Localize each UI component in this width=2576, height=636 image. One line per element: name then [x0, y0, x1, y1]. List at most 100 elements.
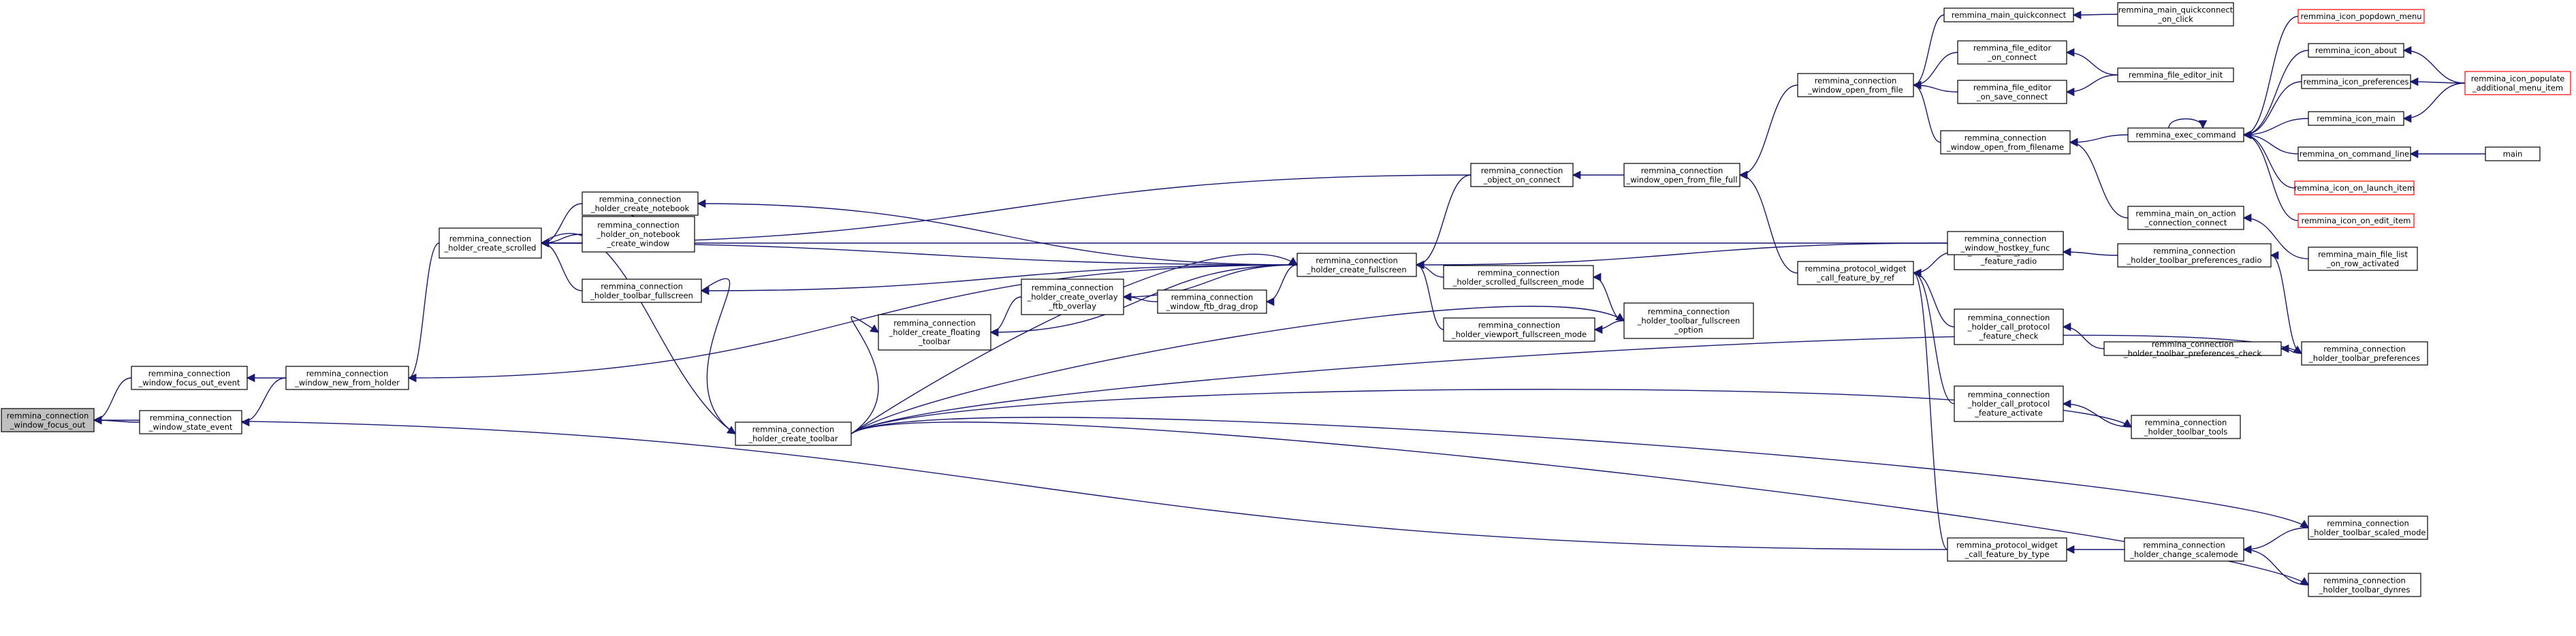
function-node-remmina-connection-window-focus-out[interactable]: remmina_connection_window_focus_out [1, 408, 95, 432]
function-node-remmina-connection-window-ftb-drag-drop[interactable]: remmina_connection_window_ftb_drag_drop [1157, 289, 1267, 314]
function-node-remmina-connection-holder-toolbar-preferences[interactable]: remmina_connection_holder_toolbar_prefer… [2301, 341, 2428, 366]
function-node-remmina-protocol-widget-call-feature-by-ref[interactable]: remmina_protocol_widget_call_feature_by_… [1797, 261, 1914, 285]
node-label-line: remmina_connection [148, 368, 231, 378]
node-label-line: remmina_connection [1968, 390, 2050, 400]
function-node-remmina-connection-window-open-from-file-full[interactable]: remmina_connection_window_open_from_file… [1623, 163, 1740, 187]
node-box [2308, 111, 2404, 126]
node-box [1943, 7, 2074, 22]
function-node-remmina-connection-holder-call-protocol-feature-activate[interactable]: remmina_connection_holder_call_protocol_… [1954, 385, 2064, 422]
node-box [2308, 247, 2418, 271]
function-node-remmina-connection-holder-toolbar-scaled-mode[interactable]: remmina_connection_holder_toolbar_scaled… [2308, 515, 2428, 540]
function-node-remmina-icon-populate-additional-menu-item[interactable]: remmina_icon_populate_additional_menu_it… [2464, 71, 2571, 95]
function-node-remmina-connection-window-open-from-filename[interactable]: remmina_connection_window_open_from_file… [1940, 130, 2071, 155]
function-node-remmina-connection-holder-viewport-fullscreen-mode[interactable]: remmina_connection_holder_viewport_fulls… [1443, 317, 1595, 342]
node-box [2117, 2, 2234, 27]
node-label-line: remmina_connection [2145, 417, 2227, 427]
function-node-main[interactable]: main [2485, 146, 2541, 161]
function-node-remmina-file-editor-init[interactable]: remmina_file_editor_init [2117, 67, 2234, 82]
function-node-remmina-connection-holder-toolbar-preferences-radio[interactable]: remmina_connection_holder_toolbar_prefer… [2117, 243, 2272, 268]
function-node-remmina-connection-holder-change-scalemode[interactable]: remmina_connection_holder_change_scalemo… [2124, 537, 2244, 562]
call-edge [1415, 242, 1948, 270]
node-label-line: remmina_main_on_action [2135, 208, 2236, 218]
function-node-remmina-connection-holder-create-scrolled[interactable]: remmina_connection_holder_create_scrolle… [439, 227, 542, 259]
function-node-remmina-main-on-action-connection-connect[interactable]: remmina_main_on_action_connection_connec… [2127, 206, 2244, 230]
function-node-remmina-connection-holder-create-notebook[interactable]: remmina_connection_holder_create_noteboo… [582, 191, 699, 216]
node-label-line: _holder_create_fullscreen [1306, 265, 1406, 274]
node-label-line: _on_row_activated [2326, 259, 2399, 268]
node-box [582, 279, 702, 303]
call-edge [850, 316, 880, 434]
call-edge [2242, 81, 2302, 140]
function-node-remmina-icon-preferences[interactable]: remmina_icon_preferences [2301, 74, 2411, 89]
function-node-remmina-connection-window-focus-out-event[interactable]: remmina_connection_window_focus_out_even… [131, 366, 248, 390]
node-label-line: remmina_connection [1171, 292, 1254, 302]
node-label-line: remmina_exec_command [2135, 130, 2236, 140]
node-label-line: remmina_connection [2323, 575, 2406, 585]
node-box [2464, 71, 2571, 95]
function-node-remmina-on-command-line[interactable]: remmina_on_command_line [2297, 146, 2411, 161]
function-node-remmina-connection-holder-scrolled-fullscreen-mode[interactable]: remmina_connection_holder_scrolled_fulls… [1443, 265, 1594, 289]
node-box [1957, 40, 2067, 65]
node-box [2308, 573, 2421, 597]
function-node-remmina-main-file-list-on-row-activated[interactable]: remmina_main_file_list_on_row_activated [2308, 247, 2418, 271]
node-label-line: remmina_icon_popdown_menu [2300, 12, 2421, 21]
function-node-remmina-file-editor-on-save-connect[interactable]: remmina_file_editor_on_save_connect [1957, 80, 2067, 104]
function-node-remmina-connection-window-open-from-file[interactable]: remmina_connection_window_open_from_file [1797, 73, 1914, 97]
node-box [139, 410, 242, 434]
function-node-remmina-icon-on-launch-item[interactable]: remmina_icon_on_launch_item [2294, 180, 2415, 195]
node-label-line: _holder_toolbar_preferences [2308, 353, 2420, 363]
function-node-remmina-connection-holder-toolbar-fullscreen-option[interactable]: remmina_connection_holder_toolbar_fullsc… [1623, 302, 1754, 339]
call-edge [1122, 264, 1298, 302]
node-box [1797, 73, 1914, 97]
node-label-line: _toolbar [918, 337, 951, 347]
node-label-line: remmina_connection [1478, 320, 1561, 330]
call-edge [2242, 545, 2309, 586]
function-node-remmina-protocol-widget-call-feature-by-type[interactable]: remmina_protocol_widget_call_feature_by_… [1947, 537, 2067, 562]
node-label-line: _holder_toolbar_dynres [2319, 585, 2411, 594]
function-node-remmina-connection-holder-create-floating-toolbar[interactable]: remmina_connection_holder_create_floatin… [878, 314, 991, 351]
node-box [2131, 415, 2241, 439]
function-node-remmina-connection-holder-create-fullscreen[interactable]: remmina_connection_holder_create_fullscr… [1297, 253, 1417, 277]
function-node-remmina-icon-about[interactable]: remmina_icon_about [2308, 43, 2404, 58]
function-node-remmina-connection-window-new-from-holder[interactable]: remmina_connection_window_new_from_holde… [285, 366, 409, 390]
node-label-line: _window_open_from_filename [1946, 142, 2064, 152]
node-label-line: _holder_toolbar_scaled_mode [2309, 528, 2426, 537]
call-edge [2069, 138, 2129, 219]
node-label-line: _window_open_from_file [1807, 85, 1903, 95]
node-label-line: _create_window [607, 239, 670, 249]
call-edge [1738, 170, 1798, 274]
function-node-remmina-connection-object-on-connect[interactable]: remmina_connection_object_on_connect [1470, 163, 1574, 187]
call-edge [1912, 268, 1955, 328]
function-node-remmina-connection-holder-call-protocol-feature-check[interactable]: remmina_connection_holder_call_protocol_… [1954, 308, 2064, 345]
call-edge [2242, 213, 2309, 259]
node-label-line: remmina_connection [1648, 307, 1730, 317]
node-box [131, 366, 248, 390]
function-node-remmina-connection-holder-toolbar-preferences-check[interactable]: remmina_connection_holder_toolbar_prefer… [2103, 339, 2282, 358]
call-edge [407, 242, 440, 383]
function-node-remmina-icon-main[interactable]: remmina_icon_main [2308, 111, 2404, 126]
function-node-remmina-main-quickconnect-on-click[interactable]: remmina_main_quickconnect_on_click [2117, 2, 2234, 27]
function-node-remmina-icon-popdown-menu[interactable]: remmina_icon_popdown_menu [2297, 9, 2425, 24]
function-node-remmina-connection-window-hostkey-func[interactable]: remmina_connection_window_hostkey_func [1947, 231, 2064, 255]
function-node-remmina-exec-command[interactable]: remmina_exec_command [2127, 127, 2244, 142]
call-edge [700, 264, 1298, 296]
function-node-remmina-connection-holder-toolbar-dynres[interactable]: remmina_connection_holder_toolbar_dynres [2308, 573, 2421, 597]
call-edge [2402, 82, 2466, 123]
function-node-remmina-connection-holder-on-notebook-create-window[interactable]: remmina_connection_holder_on_notebook_cr… [582, 216, 695, 253]
function-node-remmina-connection-window-state-event[interactable]: remmina_connection_window_state_event [139, 410, 242, 434]
function-node-remmina-connection-holder-create-toolbar[interactable]: remmina_connection_holder_create_toolbar [735, 422, 852, 446]
function-node-remmina-main-quickconnect[interactable]: remmina_main_quickconnect [1943, 7, 2074, 22]
function-node-remmina-connection-holder-toolbar-fullscreen[interactable]: remmina_connection_holder_toolbar_fullsc… [582, 279, 702, 303]
node-label-line: _holder_on_notebook [596, 229, 680, 239]
node-label-line: _additional_menu_item [2472, 83, 2563, 93]
node-label-line: _window_hostkey_func [1960, 243, 2050, 253]
function-node-remmina-connection-holder-create-overlay-ftb-overlay[interactable]: remmina_connection_holder_create_overlay… [1021, 279, 1124, 315]
node-label-line: remmina_main_quickconnect [1952, 10, 2067, 20]
node-label-line: remmina_connection [2152, 339, 2234, 349]
function-node-remmina-connection-holder-toolbar-tools[interactable]: remmina_connection_holder_toolbar_tools [2131, 415, 2241, 439]
function-node-remmina-icon-on-edit-item[interactable]: remmina_icon_on_edit_item [2297, 213, 2415, 228]
function-node-remmina-file-editor-on-connect[interactable]: remmina_file_editor_on_connect [1957, 40, 2067, 65]
node-label-line: _holder_create_floating [889, 328, 981, 337]
node-box [2297, 213, 2415, 228]
call-edge [2062, 322, 2105, 349]
